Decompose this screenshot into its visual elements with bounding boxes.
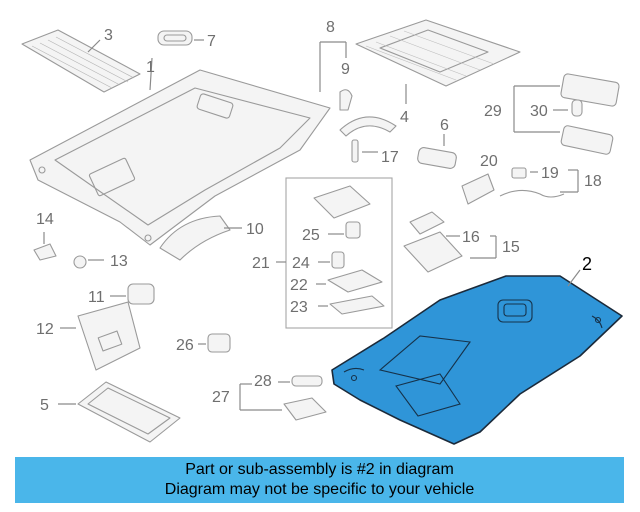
callout-27: 27 <box>212 389 230 406</box>
part-19-harness[interactable] <box>499 167 565 198</box>
callout-20: 20 <box>480 153 498 170</box>
group-box-21 <box>285 177 393 329</box>
callout-2: 2 <box>582 254 592 274</box>
part-24-socket[interactable] <box>331 251 345 269</box>
callout-13: 13 <box>110 253 128 270</box>
part-27-courtesy-lamp[interactable] <box>283 397 327 421</box>
callout-23: 23 <box>290 299 308 316</box>
banner-line-2: Diagram may not be specific to your vehi… <box>164 481 475 498</box>
callout-8: 8 <box>326 19 335 36</box>
callout-3: 3 <box>104 27 113 44</box>
callout-22: 22 <box>290 277 308 294</box>
part-29-overhead-console[interactable] <box>560 73 620 155</box>
callout-7: 7 <box>207 33 216 50</box>
part-28-bulb[interactable] <box>291 375 323 387</box>
callout-21: 21 <box>252 255 270 272</box>
part-21-lamp-assembly[interactable] <box>313 185 371 219</box>
part-23-cover[interactable] <box>329 295 385 315</box>
callout-1: 1 <box>146 59 155 76</box>
part-4-sunroof-panel[interactable] <box>355 19 521 87</box>
callout-6: 6 <box>440 117 449 134</box>
part-11-hook[interactable] <box>127 283 155 305</box>
part-15-map-lamp[interactable] <box>403 211 463 273</box>
callout-29: 29 <box>484 103 502 120</box>
callout-19: 19 <box>541 165 559 182</box>
info-banner: Part or sub-assembly is #2 in diagram Di… <box>15 457 624 503</box>
part-22-lens[interactable] <box>327 269 383 293</box>
part-25-bulb[interactable] <box>345 221 361 239</box>
callout-12: 12 <box>36 321 54 338</box>
part-9-hook[interactable] <box>339 89 353 111</box>
banner-line-1: Part or sub-assembly is #2 in diagram <box>185 461 454 478</box>
part-6-lamp-cover[interactable] <box>417 147 457 169</box>
part-12-sun-visor[interactable] <box>77 301 141 371</box>
part-7-clip[interactable] <box>157 30 193 46</box>
callout-17: 17 <box>381 149 399 166</box>
part-20-bracket[interactable] <box>461 173 495 205</box>
callout-16: 16 <box>462 229 480 246</box>
part-5-mirror[interactable] <box>77 381 181 443</box>
callout-9: 9 <box>341 61 350 78</box>
callout-28: 28 <box>254 373 272 390</box>
part-13-clip[interactable] <box>73 255 87 269</box>
callout-11: 11 <box>88 289 105 306</box>
part-14-clip[interactable] <box>33 243 57 261</box>
callout-30: 30 <box>530 103 548 120</box>
callout-26: 26 <box>176 337 194 354</box>
callout-24: 24 <box>292 255 310 272</box>
part-17-grab-handle[interactable] <box>339 116 397 163</box>
part-1-headliner[interactable] <box>29 69 331 246</box>
callout-5: 5 <box>40 397 49 414</box>
part-2-headliner-highlighted[interactable] <box>331 275 623 445</box>
callout-25: 25 <box>302 227 320 244</box>
callout-15: 15 <box>502 239 520 256</box>
callout-14: 14 <box>36 211 54 228</box>
callout-4: 4 <box>400 109 409 126</box>
part-3-roof-panel[interactable] <box>21 29 141 93</box>
part-10-trim[interactable] <box>159 215 231 261</box>
callout-10: 10 <box>246 221 264 238</box>
callout-18: 18 <box>584 173 602 190</box>
part-26-retainer[interactable] <box>207 333 231 353</box>
